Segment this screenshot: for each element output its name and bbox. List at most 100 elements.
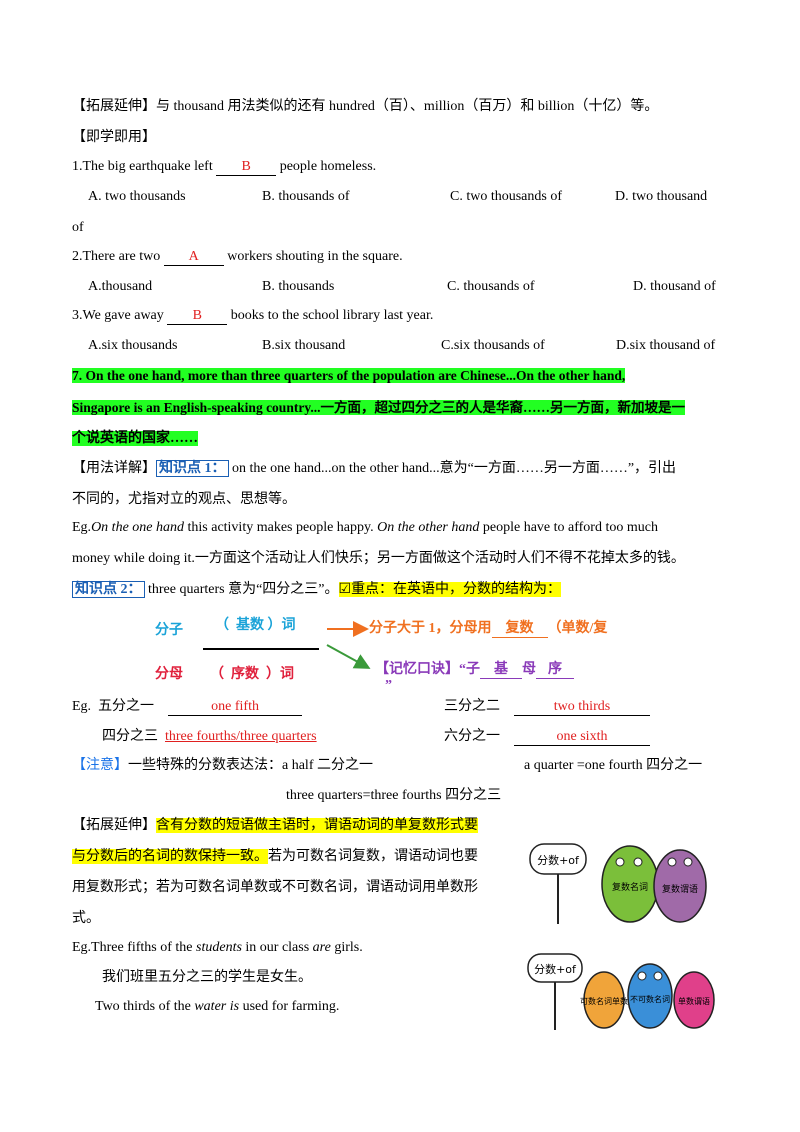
sentence-7-text-2: Singapore is an English-speaking country… xyxy=(72,400,685,415)
example-1-line-1: Eg.On the one hand this activity makes p… xyxy=(72,518,658,538)
numerator-word: 基数 xyxy=(236,618,264,633)
usage-tag: 【用法详解】 xyxy=(72,461,156,476)
example-2-i1: students xyxy=(196,940,242,955)
example-2-line-1: Eg.Three fifths of the students in our c… xyxy=(72,938,363,958)
fraction-4-en: one sixth xyxy=(514,729,650,746)
note-text: 一些特殊的分数表达法：a half 二分之一 xyxy=(128,758,373,773)
fraction-2-en: two thirds xyxy=(514,699,650,716)
q3-option-c: C.six thousands of xyxy=(441,338,545,353)
question-3-answer: B xyxy=(167,308,228,325)
fraction-2-cn: 三分之二 xyxy=(444,699,500,714)
rule-text-b: （单数/复 xyxy=(547,621,608,636)
example-2-d: Two thirds of the xyxy=(95,999,195,1014)
example-1-text-1: this activity makes people happy. xyxy=(184,520,378,535)
extension-text: 与 thousand 用法类似的还有 hundred（百）、million（百万… xyxy=(156,99,659,114)
question-2-stem-end: workers shouting in the square. xyxy=(223,249,403,264)
denominator-close: ）词 xyxy=(266,667,294,682)
question-2-answer: A xyxy=(163,249,224,266)
rule-text: 分子大于 1，分母用复数（单数/复 xyxy=(369,619,607,639)
denominator-open: （ xyxy=(210,667,224,682)
mnemonic-quote-end: ” xyxy=(385,678,392,693)
q1-option-d: D. two thousand xyxy=(615,189,708,204)
denominator-label: 分母 xyxy=(155,667,183,682)
example-2-f: used for farming. xyxy=(239,999,340,1014)
example-2-i2: are xyxy=(312,940,331,955)
cartoon-2-label-2: 不可数名词 xyxy=(630,994,670,1004)
note-line-2: three quarters=three fourths 四分之三 xyxy=(286,788,502,803)
example-2-line-3: Two thirds of the water is used for farm… xyxy=(95,997,339,1017)
green-arrow-icon xyxy=(326,644,371,669)
example-1-text-2: people have to afford too much xyxy=(479,520,658,535)
mnemonic-b: 基 xyxy=(480,662,522,679)
mnemonic-c: 母 xyxy=(522,662,536,677)
fraction-row-2: 四分之三 three fourths/three quarters xyxy=(102,727,317,747)
numerator-label: 分子 xyxy=(155,623,183,638)
note-text-b: a quarter =one fourth 四分之一 xyxy=(524,758,703,773)
q2-option-c: C. thousands of xyxy=(447,279,535,294)
diagram-arrows xyxy=(326,621,371,669)
question-1-answer: B xyxy=(216,159,277,176)
denominator-formula: （ 序数 ）词 xyxy=(210,665,294,685)
fraction-row-2b: 六分之一 one sixth xyxy=(444,727,650,747)
fraction-3-en: three fourths/three quarters xyxy=(165,729,317,744)
blue-character-icon xyxy=(627,963,673,1029)
mnemonic: 【记忆口诀】“子基母序 xyxy=(375,660,574,680)
extension-line-1: 【拓展延伸】与 thousand 用法类似的还有 hundred（百）、mill… xyxy=(72,97,658,117)
cartoon-2-label-3: 单数谓语 xyxy=(678,996,710,1006)
knowledge-point-1-label: 知识点 1： xyxy=(156,460,229,477)
knowledge-point-1-text: on the one hand...on the other hand...意为… xyxy=(228,461,677,476)
note-line: 【注意】一些特殊的分数表达法：a half 二分之一 xyxy=(72,756,373,776)
mnemonic-a: 【记忆口诀】“子 xyxy=(375,662,480,677)
focus-text: 重点：在英语中，分数的结构为： xyxy=(351,582,562,597)
fraction-1-en: one fifth xyxy=(168,699,303,716)
example-1-line-2: money while doing it.一方面这个活动让人们快乐；另一方面做这… xyxy=(72,551,685,566)
example-2-i4: is xyxy=(229,999,240,1014)
q1-option-c: C. two thousands of xyxy=(450,189,562,204)
extension-2-line-1: 【拓展延伸】含有分数的短语做主语时，谓语动词的单复数形式要 xyxy=(72,816,478,836)
orange-character-icon xyxy=(583,971,625,1029)
fraction-3-cn: 四分之三 xyxy=(102,729,158,744)
extension-2-line-3: 用复数形式；若为可数名词单数或不可数名词，谓语动词用单数形 xyxy=(72,880,478,895)
purple-character-icon xyxy=(653,849,707,923)
sentence-7-line-1: 7. On the one hand, more than three quar… xyxy=(72,366,728,387)
question-2-stem: 2.There are two xyxy=(72,249,164,264)
fraction-bar xyxy=(203,648,319,650)
question-1: 1.The big earthquake left B people homel… xyxy=(72,157,376,177)
extension-2-tag: 【拓展延伸】 xyxy=(72,818,156,833)
denominator-word: 序数 xyxy=(231,667,259,682)
example-2-a: Eg.Three fifths of the xyxy=(72,940,197,955)
cartoon-singular-illustration: 分数+of 可数名词单数 不可数名词 单数谓语 xyxy=(527,953,715,1030)
example-1-italic-2: On the other hand xyxy=(377,520,480,535)
question-3: 3.We gave away B books to the school lib… xyxy=(72,306,433,326)
mnemonic-d: 序 xyxy=(536,662,574,679)
question-1-stem: 1.The big earthquake left xyxy=(72,159,217,174)
sentence-7-text-3: 个说英语的国家…… xyxy=(72,431,198,446)
fraction-4-cn: 六分之一 xyxy=(444,729,500,744)
cartoon-2-label-1: 可数名词单数 xyxy=(580,996,628,1006)
rule-blank: 复数 xyxy=(491,621,548,638)
question-3-stem-end: books to the school library last year. xyxy=(227,308,434,323)
checkbox-icon: ☑ xyxy=(338,582,352,597)
sign-text: 分数+of xyxy=(537,854,580,867)
extension-2-highlight-2: 与分数后的名词的数保持一致。 xyxy=(72,849,268,864)
extension-2-line-2: 与分数后的名词的数保持一致。若为可数名词复数，谓语动词也要 xyxy=(72,847,478,867)
question-3-stem: 3.We gave away xyxy=(72,308,168,323)
extension-tag: 【拓展延伸】 xyxy=(72,99,156,114)
q1-option-d-wrap: of xyxy=(72,220,84,235)
sentence-7-line-2: Singapore is an English-speaking country… xyxy=(72,398,685,419)
example-2-b: in our class xyxy=(241,940,313,955)
rule-text-a: 分子大于 1，分母用 xyxy=(369,621,492,636)
knowledge-point-1: 【用法详解】知识点 1： on the one hand...on the ot… xyxy=(72,459,676,479)
fraction-1-cn: 五分之一 xyxy=(98,699,155,714)
note-tag: 【注意】 xyxy=(72,758,128,773)
pink-character-icon xyxy=(673,971,715,1029)
practice-tag: 【即学即用】 xyxy=(72,130,156,145)
sign-text: 分数+of xyxy=(534,963,577,976)
example-2-cn: 我们班里五分之三的学生是女生。 xyxy=(102,970,312,985)
numerator-open: （ xyxy=(215,618,229,633)
q1-option-b: B. thousands of xyxy=(262,189,350,204)
q2-option-a: A.thousand xyxy=(88,279,153,294)
sentence-7-line-3: 个说英语的国家…… xyxy=(72,429,198,449)
q3-option-d: D.six thousand of xyxy=(616,338,716,353)
fraction-row-1: Eg. 五分之一 one fifth xyxy=(72,697,303,717)
